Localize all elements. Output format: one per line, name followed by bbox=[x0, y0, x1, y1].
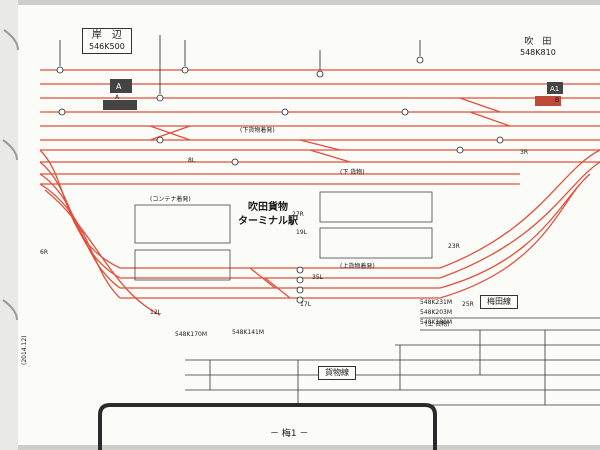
freight-line-label: 貨物線 bbox=[318, 366, 356, 380]
station-right-km: 548K810 bbox=[520, 48, 556, 57]
terminal-line1: 吹田貨物 bbox=[248, 202, 288, 213]
station-markers: A A1 bbox=[103, 79, 563, 110]
terminal-label: 吹田貨物 ターミナル駅 bbox=[238, 203, 298, 227]
signal-label-a: A bbox=[115, 94, 120, 101]
track-label-2: (上貨物着発) bbox=[340, 263, 375, 270]
track-label-5: (下 貨物) bbox=[340, 169, 365, 176]
track-label-4: (上 貨物) bbox=[425, 321, 450, 328]
signal-label-27r: 27R bbox=[292, 211, 304, 218]
code-stamp: (2014.12) bbox=[21, 335, 28, 366]
svg-text:A: A bbox=[116, 82, 122, 91]
km-mark-5: 548K180M bbox=[420, 319, 453, 326]
signal-label-17l: 17L bbox=[300, 301, 311, 308]
signal-label-23r: 23R bbox=[448, 243, 460, 250]
binder-rings bbox=[2, 29, 19, 321]
signal-label-35l: 35L bbox=[312, 274, 323, 281]
signal-label-25r: 25R bbox=[462, 301, 474, 308]
station-right-name: 吹 田 bbox=[524, 37, 552, 47]
signal-label-b: B bbox=[555, 97, 560, 104]
km-mark-1: 548K141M bbox=[232, 329, 265, 336]
station-left-name: 岸 辺 bbox=[91, 30, 122, 41]
station-left-km: 546K500 bbox=[89, 42, 125, 51]
umeda-line-label: 梅田線 bbox=[480, 295, 518, 309]
track-label-3: (コンテナ着発) bbox=[150, 196, 191, 203]
signal-marks bbox=[56, 35, 504, 304]
station-right-box: 吹 田 548K810 bbox=[520, 38, 556, 57]
km-mark-2: 548K170M bbox=[175, 331, 208, 338]
signal-label-6r: 6R bbox=[40, 249, 48, 256]
signal-label-19l: 19L bbox=[296, 229, 307, 236]
km-mark-4: 548K203M bbox=[420, 309, 453, 316]
svg-text:A1: A1 bbox=[550, 85, 559, 93]
binder-wire bbox=[98, 403, 437, 450]
signal-label-3r: 3R bbox=[520, 149, 528, 156]
terminal-blocks bbox=[134, 191, 433, 281]
signal-label-12l: 12L bbox=[150, 309, 161, 316]
track-label-1: (下貨物着発) bbox=[240, 127, 275, 134]
signal-label-8l: 8L bbox=[188, 157, 196, 164]
terminal-line2: ターミナル駅 bbox=[238, 216, 298, 227]
km-mark-3: 548K231M bbox=[420, 299, 453, 306]
page-number: － 梅1 － bbox=[270, 429, 309, 439]
track-diagram bbox=[39, 69, 600, 316]
station-left-box: 岸 辺 546K500 bbox=[82, 28, 132, 54]
